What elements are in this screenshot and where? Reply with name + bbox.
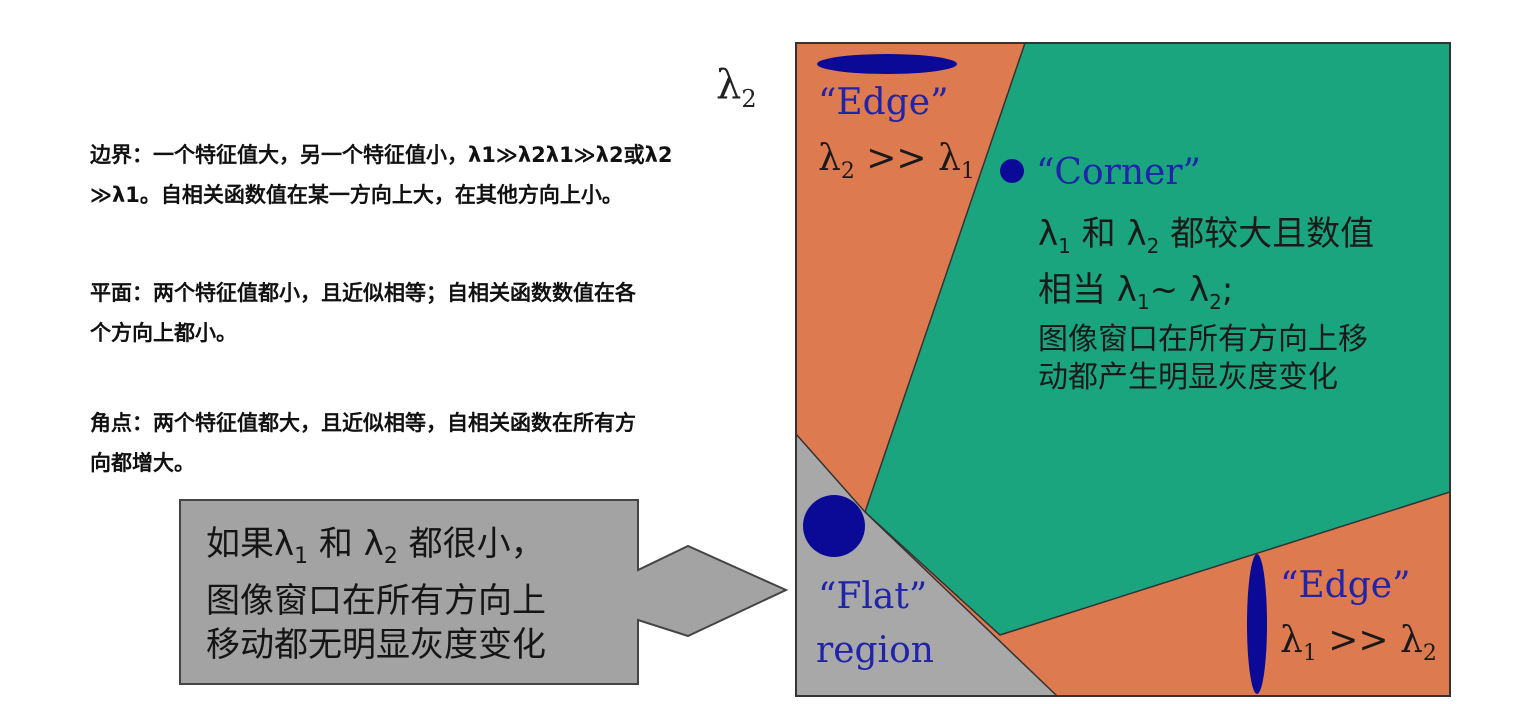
corner-title: “Corner”: [1036, 152, 1201, 193]
diagram-border: [795, 42, 1451, 697]
arrow-line-3: 移动都无明显灰度变化: [206, 624, 546, 665]
edge-top-marker: [817, 54, 957, 74]
corner-note-line-2: 向都增大。: [90, 451, 195, 475]
edge-note-line-2: ≫λ1。自相关函数值在某一方向上大，在其他方向上小。: [90, 183, 623, 207]
flat-title: “Flat”: [818, 576, 928, 617]
edge-note: 边界：一个特征值大，另一个特征值小，λ1≫λ2λ1≫λ2或λ2 ≫λ1。自相关函…: [90, 135, 790, 215]
arrow-callout: [179, 499, 789, 685]
flat-subtitle: region: [816, 630, 934, 671]
flat-note-line-1: 平面：两个特征值都小，且近似相等；自相关函数数值在各: [90, 281, 636, 305]
corner-line-1: λ1 和 λ2 都较大且数值: [1038, 214, 1375, 258]
lambda2-axis-label: λ2: [716, 62, 757, 113]
corner-note-line-1: 角点：两个特征值都大，且近似相等，自相关函数在所有方: [90, 411, 636, 435]
arrow-line-1: 如果λ1 和 λ2 都很小，: [206, 524, 545, 569]
corner-line-3: 图像窗口在所有方向上移: [1038, 322, 1368, 357]
axis-symbol: λ: [716, 62, 742, 108]
edge-note-line-1: 边界：一个特征值大，另一个特征值小，λ1≫λ2λ1≫λ2或λ2: [90, 143, 673, 167]
corner-note: 角点：两个特征值都大，且近似相等，自相关函数在所有方 向都增大。: [90, 403, 790, 483]
edge-top-title: “Edge”: [818, 82, 949, 123]
edge-right-relation: λ1 >> λ2: [1280, 620, 1437, 667]
edge-right-title: “Edge”: [1280, 565, 1411, 606]
eigenvalue-region-diagram: [795, 42, 1451, 697]
arrow-line-2: 图像窗口在所有方向上: [206, 580, 546, 621]
corner-marker: [1000, 159, 1024, 183]
corner-line-4: 动都产生明显灰度变化: [1038, 360, 1338, 395]
axis-subscript: 2: [741, 85, 757, 113]
corner-line-2: 相当 λ1~ λ2;: [1038, 270, 1234, 314]
edge-right-marker: [1247, 554, 1267, 694]
flat-note: 平面：两个特征值都小，且近似相等；自相关函数数值在各 个方向上都小。: [90, 273, 790, 353]
edge-top-relation: λ2 >> λ1: [818, 138, 975, 185]
flat-marker: [803, 495, 865, 557]
arrow-callout-text: 如果λ1 和 λ2 都很小， 图像窗口在所有方向上 移动都无明显灰度变化: [206, 522, 646, 667]
arrow-shape: [179, 499, 789, 685]
flat-note-line-2: 个方向上都小。: [90, 321, 237, 345]
